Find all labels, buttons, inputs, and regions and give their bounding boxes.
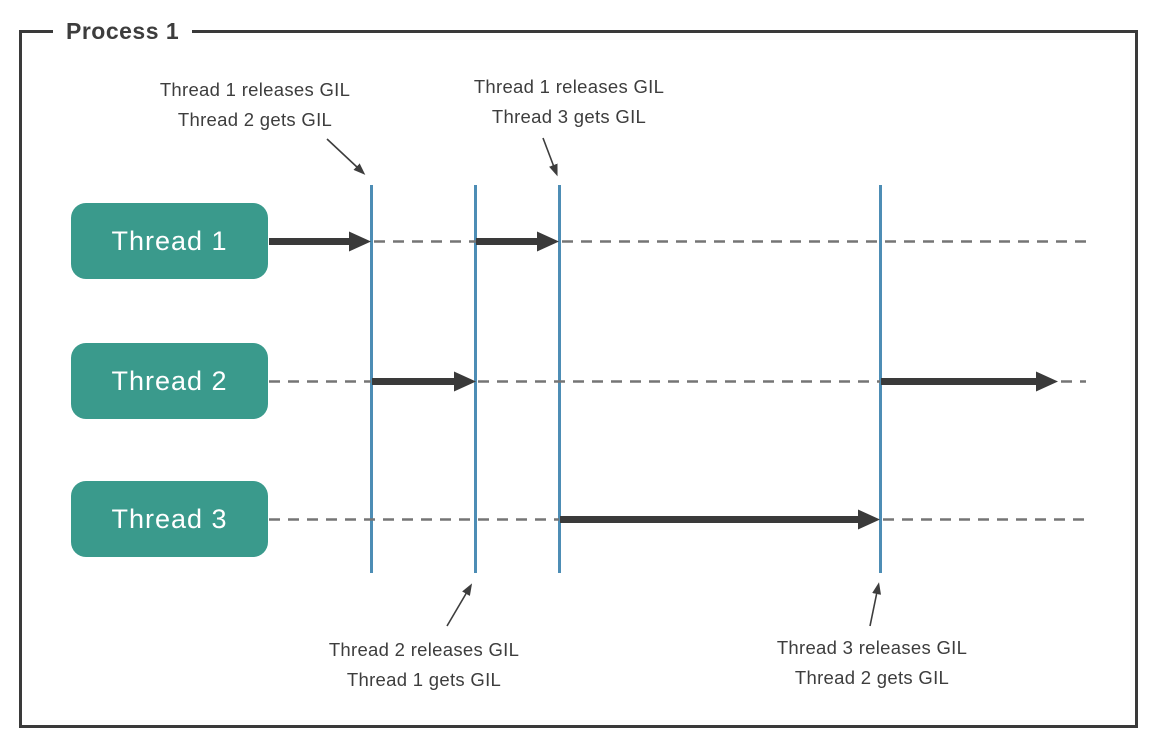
annotation-handoff-3: Thread 2 releases GIL Thread 1 gets GIL: [329, 635, 519, 695]
annotation-arrow-1: [326, 138, 366, 175]
annotation-line1: Thread 1 releases GIL: [159, 79, 351, 100]
thread3-label-box: Thread 3: [71, 481, 268, 557]
process-boundary: Process 1: [19, 17, 1138, 728]
annotation-line1: Thread 2 releases GIL: [328, 639, 520, 660]
annotation-arrow-3: [446, 583, 473, 627]
annotation-line2: Thread 3 gets GIL: [491, 106, 647, 127]
annotation-line2: Thread 1 gets GIL: [346, 669, 502, 690]
annotation-line1: Thread 1 releases GIL: [473, 76, 665, 97]
thread1-label-box: Thread 1: [71, 203, 268, 279]
thread2-label: Thread 2: [111, 365, 228, 396]
thread2-label-box: Thread 2: [71, 343, 268, 419]
thread3-label: Thread 3: [111, 503, 228, 534]
thread1-label: Thread 1: [111, 225, 228, 256]
annotation-handoff-4: Thread 3 releases GIL Thread 2 gets GIL: [777, 633, 967, 693]
annotation-line2: Thread 2 gets GIL: [177, 109, 333, 130]
annotation-handoff-1: Thread 1 releases GIL Thread 2 gets GIL: [160, 75, 350, 135]
annotation-line2: Thread 2 gets GIL: [794, 667, 950, 688]
annotation-arrow-2: [542, 137, 558, 177]
process-title: Process 1: [53, 17, 193, 45]
annotation-arrow-4: [869, 582, 882, 627]
annotation-handoff-2: Thread 1 releases GIL Thread 3 gets GIL: [474, 72, 664, 132]
annotation-line1: Thread 3 releases GIL: [776, 637, 968, 658]
